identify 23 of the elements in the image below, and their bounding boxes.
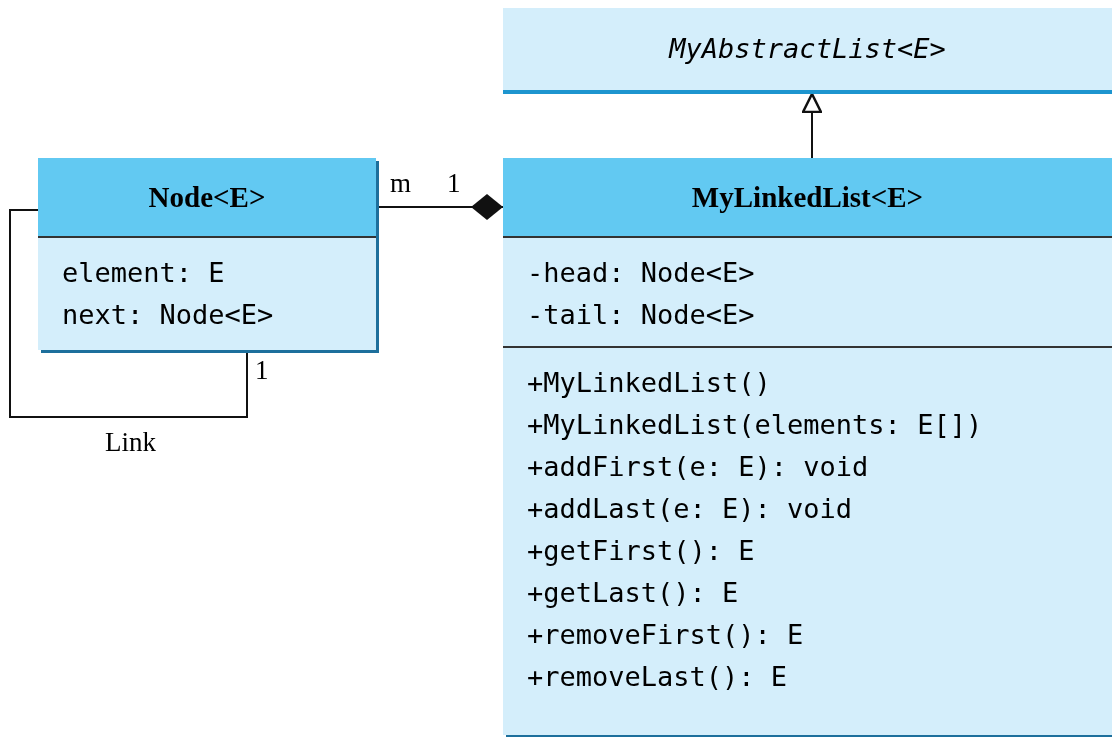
method-text: +removeLast(): E bbox=[527, 660, 789, 694]
method-text: +getLast(): E bbox=[527, 576, 740, 610]
class-box bbox=[38, 158, 376, 350]
class-name: MyAbstractList<E> bbox=[669, 32, 946, 66]
attribute-text: next: Node<E> bbox=[62, 298, 275, 332]
method-text: +MyLinkedList() bbox=[527, 366, 772, 400]
composition-line bbox=[378, 194, 504, 220]
attribute-text: -head: Node<E> bbox=[527, 256, 756, 290]
attribute-text: -tail: Node<E> bbox=[527, 298, 756, 332]
method-text: +removeFirst(): E bbox=[527, 618, 805, 652]
method-text: +getFirst(): E bbox=[527, 534, 756, 568]
method-text: +MyLinkedList(elements: E[]) bbox=[527, 408, 984, 442]
method-text: +addLast(e: E): void bbox=[527, 492, 854, 526]
self-association-line bbox=[9, 209, 248, 418]
multiplicity-label: m bbox=[390, 168, 411, 199]
method-text: +addFirst(e: E): void bbox=[527, 450, 870, 484]
multiplicity-label: 1 bbox=[255, 355, 269, 386]
attribute-text: element: E bbox=[62, 256, 226, 290]
inheritance-arrow bbox=[801, 92, 823, 159]
class-name: Node<E> bbox=[148, 180, 266, 214]
class-box bbox=[503, 158, 1112, 735]
multiplicity-label: 1 bbox=[447, 168, 461, 199]
class-name: MyLinkedList<E> bbox=[691, 180, 924, 214]
